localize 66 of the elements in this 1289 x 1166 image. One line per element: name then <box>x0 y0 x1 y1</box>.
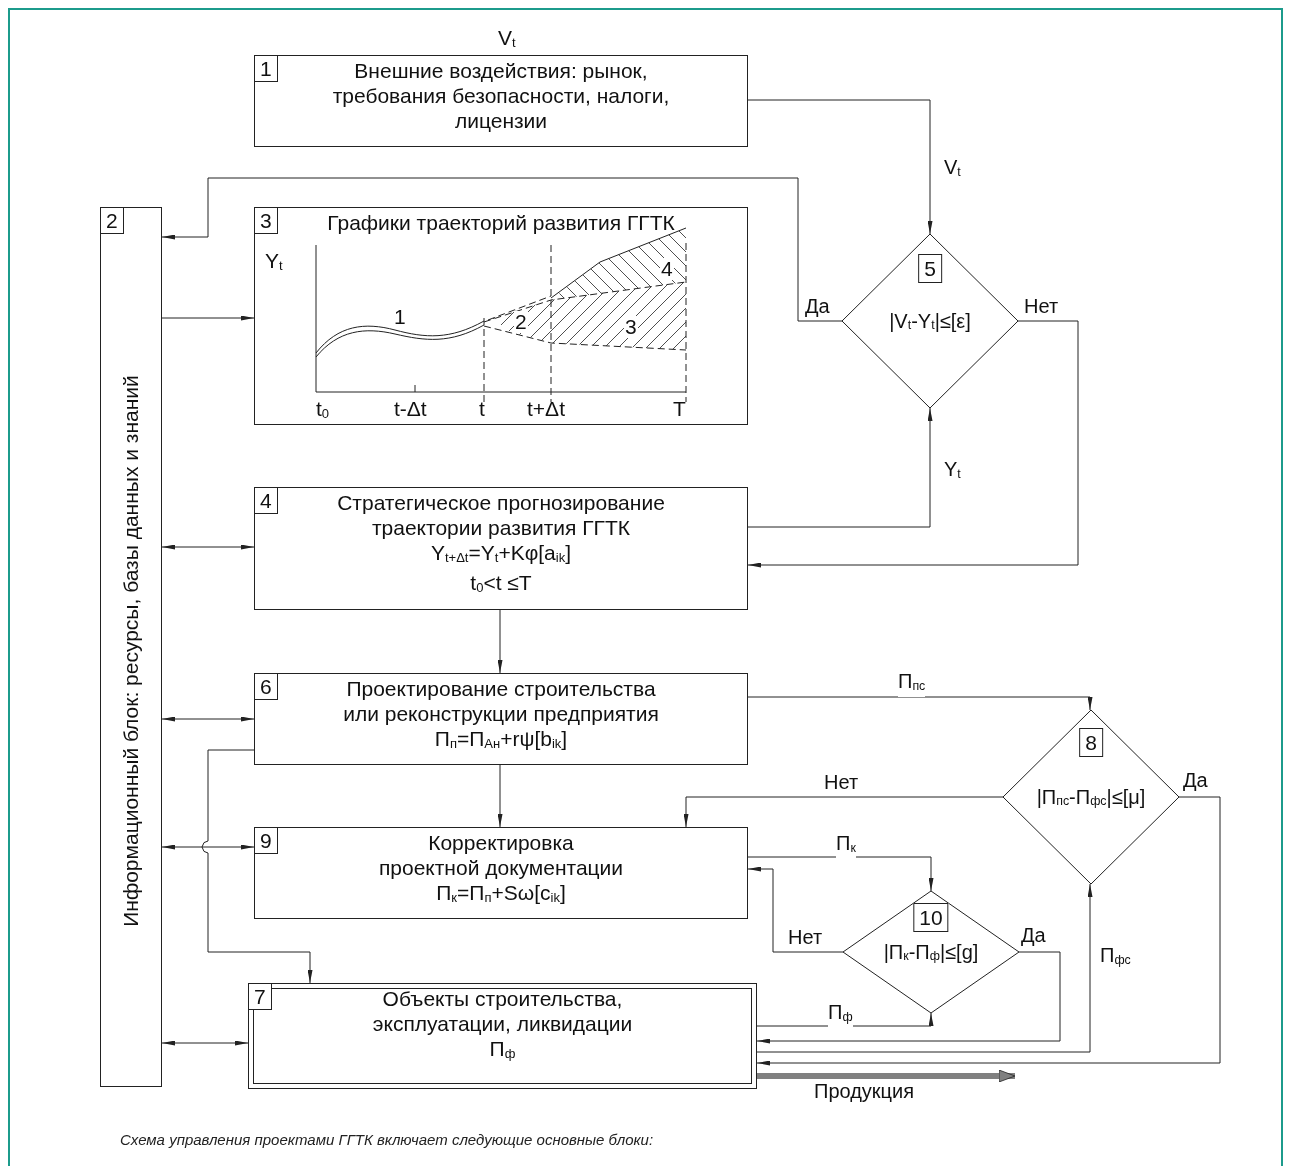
arrow <box>747 99 933 235</box>
arrow <box>161 315 255 321</box>
process-box <box>254 827 748 919</box>
info-block-box <box>100 207 162 1087</box>
output-arrow <box>757 1069 1016 1083</box>
arrow <box>683 796 1004 828</box>
signal-label: V$_{t}$ <box>498 27 516 52</box>
curve-label: 2 <box>514 311 528 333</box>
process-box <box>254 487 748 610</box>
formula: П$_{к}$=П$_{п}$+Sω[c$_{ik}$] <box>436 880 566 907</box>
arrow <box>497 764 503 828</box>
block-number: 4 <box>255 488 278 514</box>
block-number: 10 <box>913 903 949 932</box>
arrow <box>747 407 933 528</box>
block-number: 5 <box>918 254 942 283</box>
block-title: Корректировка проектной документации <box>377 830 625 880</box>
block-number: 3 <box>255 208 278 234</box>
arrow <box>497 609 503 674</box>
arrow <box>161 1040 249 1046</box>
block-number: 6 <box>255 674 278 700</box>
formula: П$_{п}$=П$_{Ан}$+rψ[b$_{ik}$] <box>434 726 568 753</box>
block-number: 1 <box>255 56 278 82</box>
curve-label: 4 <box>660 258 674 280</box>
caption: Схема управления проектами ГГТК включает следующие основные блоки: <box>120 1131 654 1148</box>
arrow <box>756 951 1061 1044</box>
decision-diamond <box>1003 710 1179 884</box>
decision-diamond <box>842 234 1018 408</box>
arrow <box>201 749 313 984</box>
block-title: Внешние воздействия: рынок, требования безопасности, налоги, лицензии <box>331 58 671 133</box>
arrow <box>747 856 934 892</box>
process-box <box>254 55 748 147</box>
arrow <box>747 866 844 953</box>
block-number: 9 <box>255 828 278 854</box>
curve-label: 3 <box>624 316 638 338</box>
formula: П$_{ф}$ <box>489 1036 516 1063</box>
condition-formula: |V$_{t}$-Y$_{t}$|≤[ε] <box>889 309 971 333</box>
process-box <box>254 673 748 765</box>
tick-label: t$_{0}$ <box>315 398 331 423</box>
process-box <box>254 207 748 425</box>
arrow <box>161 844 255 850</box>
block-title: Информационный блок: ресурсы, базы данных и знаний <box>119 375 143 927</box>
block-title: Объекты строительства, эксплуатации, ликвидации <box>371 986 634 1036</box>
tick-label: T <box>672 398 687 420</box>
tick-label: t+Δt <box>526 398 566 420</box>
formula: t$_{0}$<t ≤T <box>470 569 532 597</box>
block-title: Стратегическое прогнозирование траектории развития ГГТК <box>336 490 666 540</box>
tick-label: t-Δt <box>393 398 428 420</box>
block-number: 8 <box>1079 728 1103 757</box>
arrow <box>747 320 1079 568</box>
process-box <box>248 983 757 1089</box>
block-number: 2 <box>101 208 124 234</box>
decision-diamond <box>843 891 1019 1013</box>
block-title: Графики траекторий развития ГГТК <box>327 210 675 235</box>
condition-formula: |П$_{к}$-П$_{ф}$|≤[g] <box>883 940 979 964</box>
tick-label: t <box>478 398 486 420</box>
condition-formula: |П$_{пс}$-П$_{фс}$|≤[μ] <box>1036 785 1146 809</box>
formula: Y$_{t+Δt}$=Y$_{t}$+Kφ[a$_{ik}$] <box>430 540 572 567</box>
arrow <box>161 544 255 550</box>
arrow <box>161 177 843 322</box>
axis-label: Y$_{t}$ <box>264 250 284 275</box>
arrow <box>161 716 255 722</box>
block-title: Проектирование строительства или реконструкции предприятия <box>342 676 660 726</box>
arrow <box>747 696 1093 711</box>
arrow <box>756 883 1093 1053</box>
block-number: 7 <box>249 984 272 1010</box>
arrow <box>756 796 1221 1066</box>
